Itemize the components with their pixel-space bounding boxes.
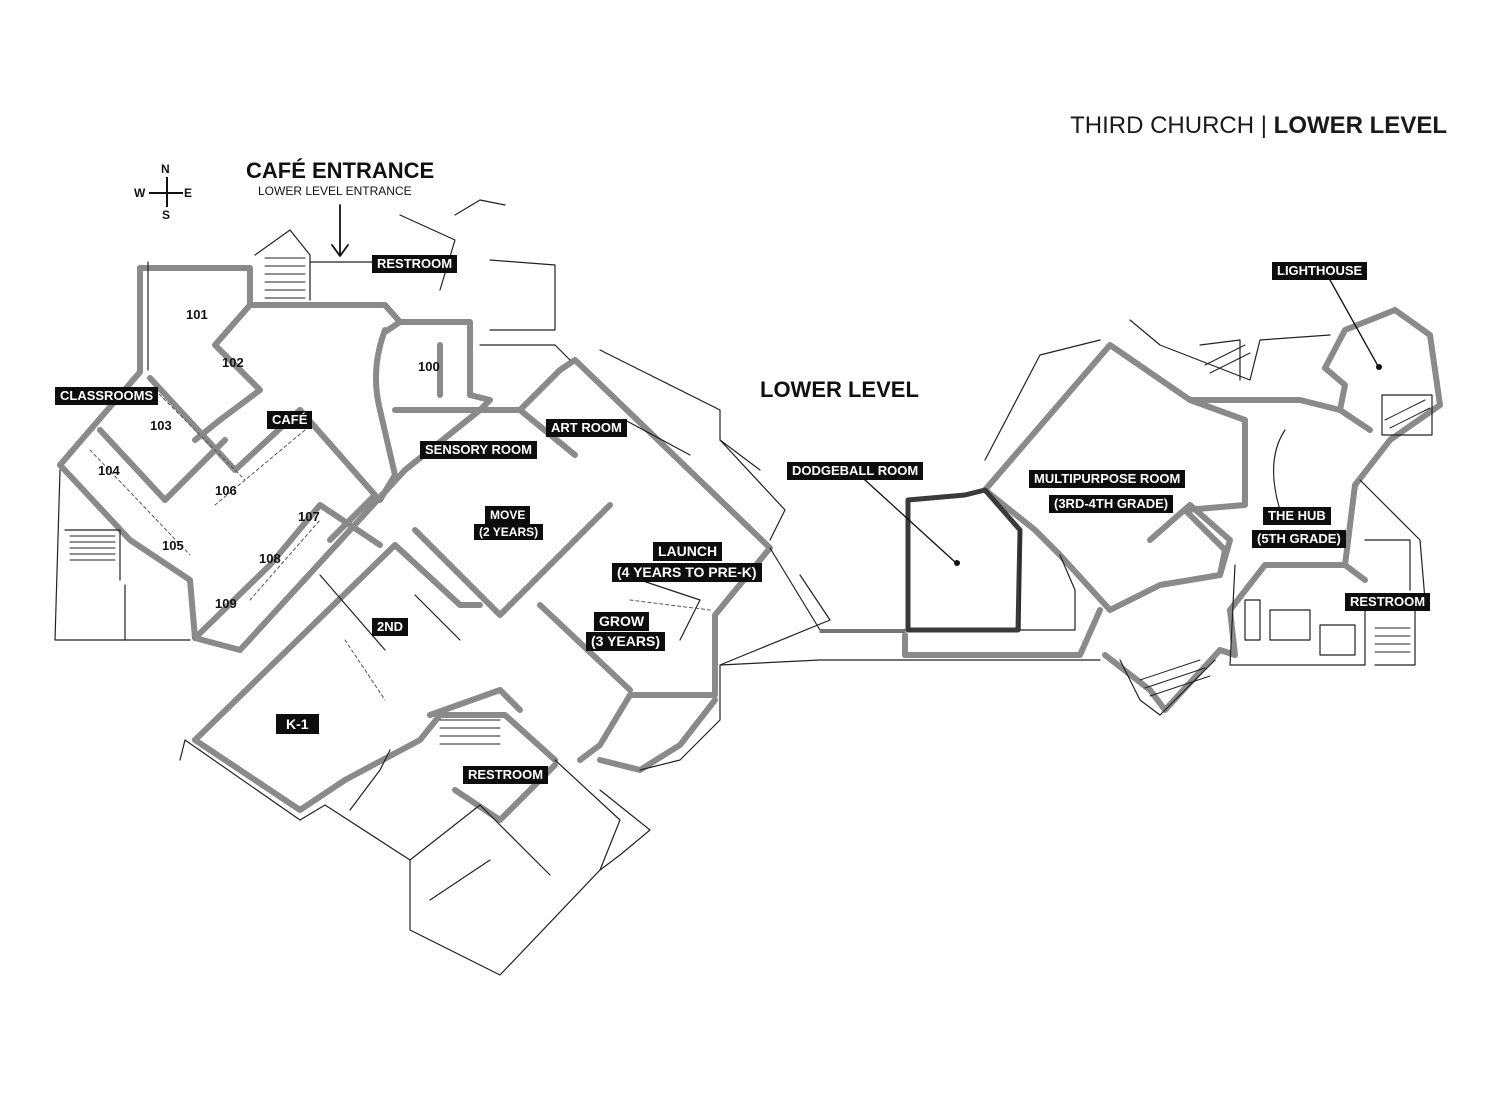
west-wing-walls (57, 265, 493, 653)
room-105[interactable]: 105 (162, 538, 184, 553)
launch-age-label: (4 YEARS TO PRE-K) (612, 563, 762, 582)
room-108[interactable]: 108 (259, 551, 281, 566)
lighthouse-dot (1376, 364, 1382, 370)
title-level: LOWER LEVEL (1273, 112, 1447, 139)
lower-level-label: LOWER LEVEL (760, 377, 919, 402)
compass-south: S (162, 208, 171, 222)
dodgeball-walls (905, 487, 1023, 633)
title-prefix: THIRD CHURCH | (1070, 112, 1274, 139)
restroom-south-label[interactable]: RESTROOM (463, 766, 549, 784)
room-107[interactable]: 107 (298, 509, 320, 524)
cafe-entrance-subtitle: LOWER LEVEL ENTRANCE (258, 184, 412, 198)
dodgeball-dot (954, 560, 960, 566)
k1-label[interactable]: K-1 (276, 714, 319, 734)
restroom-east-label[interactable]: RESTROOM (1345, 593, 1431, 611)
the-hub-label[interactable]: THE HUB (1263, 507, 1331, 525)
second-grade-label[interactable]: 2ND (372, 618, 409, 636)
entrance-arrow (331, 204, 349, 257)
room-104[interactable]: 104 (98, 463, 120, 478)
multipurpose-age-label: (3RD-4TH GRADE) (1049, 495, 1174, 513)
compass-east: E (184, 186, 193, 200)
room-103[interactable]: 103 (150, 418, 172, 433)
page-title: THIRD CHURCH | LOWER LEVEL (1070, 112, 1447, 140)
restroom-north-label[interactable]: RESTROOM (372, 255, 458, 273)
room-106[interactable]: 106 (215, 483, 237, 498)
corridor (719, 631, 1101, 666)
compass-icon: N S W E (134, 162, 194, 222)
classrooms-label[interactable]: CLASSROOMS (55, 387, 159, 405)
art-room-label[interactable]: ART ROOM (546, 419, 627, 437)
east-detail-lines (984, 319, 1433, 716)
lighthouse-label[interactable]: LIGHTHOUSE (1272, 262, 1368, 280)
multipurpose-room-label[interactable]: MULTIPURPOSE ROOM (1029, 470, 1186, 488)
compass-west: W (134, 186, 146, 200)
grow-age-label: (3 YEARS) (586, 632, 665, 651)
cafe-label[interactable]: CAFÉ (267, 411, 313, 429)
room-109[interactable]: 109 (215, 596, 237, 611)
room-100[interactable]: 100 (418, 359, 440, 374)
sensory-room-label[interactable]: SENSORY ROOM (420, 441, 537, 459)
stair-hatches (69, 257, 1431, 745)
move-age-label: (2 YEARS) (474, 524, 544, 540)
the-hub-age-label: (5TH GRADE) (1252, 530, 1346, 548)
dashed-dividers (89, 389, 711, 701)
grow-label[interactable]: GROW (594, 612, 650, 631)
dodgeball-room-label[interactable]: DODGEBALL ROOM (787, 462, 924, 480)
room-102[interactable]: 102 (222, 355, 244, 370)
compass-north: N (161, 162, 170, 176)
cafe-entrance-title: CAFÉ ENTRANCE (246, 158, 435, 183)
room-101[interactable]: 101 (186, 307, 208, 322)
leader-lines (864, 279, 1379, 563)
detail-lines (54, 199, 906, 976)
move-label[interactable]: MOVE (485, 506, 531, 524)
launch-label[interactable]: LAUNCH (653, 542, 723, 561)
central-wing-walls (192, 357, 773, 823)
